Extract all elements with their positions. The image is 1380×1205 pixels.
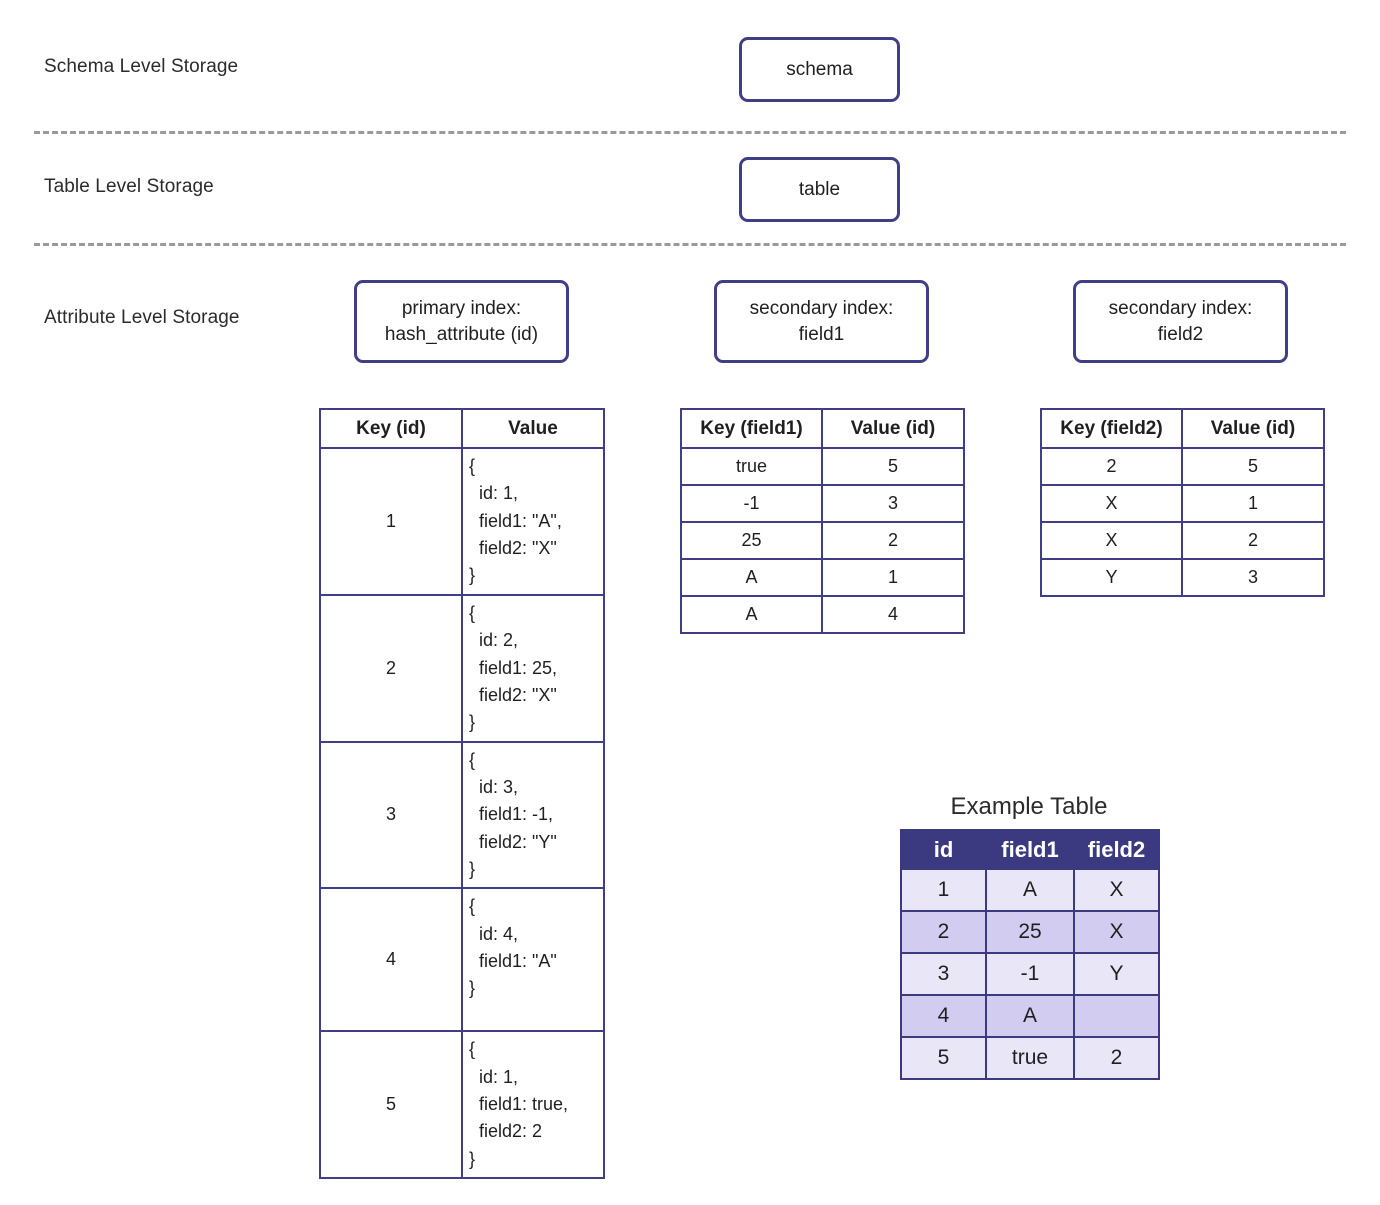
table-row: 25 2	[680, 521, 965, 560]
column-header-field1: field1	[985, 829, 1075, 870]
primary-index-line1: primary index:	[401, 297, 522, 319]
primary-index-table: Key (id) Value 1 { id: 1, field1: "A", f…	[319, 408, 605, 1180]
cell-id: 1	[900, 868, 987, 912]
cell-key: true	[680, 447, 823, 486]
table-row: X 2	[1040, 521, 1325, 560]
table-header-row: Key (field1) Value (id)	[680, 408, 965, 449]
table-row: 2 25 X	[900, 910, 1160, 954]
cell-key: Y	[1040, 558, 1183, 597]
table-row: 3 -1 Y	[900, 952, 1160, 996]
divider-schema-table	[34, 131, 1346, 134]
column-header-value: Value	[461, 408, 605, 449]
cell-field1: A	[985, 994, 1075, 1038]
node-box-primary-index[interactable]: primary index: hash_attribute (id)	[354, 280, 569, 363]
table-row: A 4	[680, 595, 965, 634]
table-row: 2 { id: 2, field1: 25, field2: "X" }	[319, 593, 605, 743]
table-row: 2 5	[1040, 447, 1325, 486]
cell-value: 5	[1181, 447, 1325, 486]
cell-key: A	[680, 558, 823, 597]
cell-field2	[1073, 994, 1160, 1038]
column-header-key: Key (id)	[319, 408, 463, 449]
level-label-table: Table Level Storage	[44, 176, 214, 197]
cell-key: 2	[319, 593, 463, 743]
cell-key: A	[680, 595, 823, 634]
divider-table-attribute	[34, 243, 1346, 246]
column-header-key: Key (field2)	[1040, 408, 1183, 449]
cell-value: { id: 1, field1: true, field2: 2 }	[461, 1030, 605, 1180]
column-header-value: Value (id)	[821, 408, 965, 449]
table-row: 5 true 2	[900, 1036, 1160, 1080]
cell-value: { id: 1, field1: "A", field2: "X" }	[461, 447, 605, 596]
example-table: id field1 field2 1 A X 2 25 X 3 -1 Y 4 A…	[900, 829, 1160, 1080]
cell-key: 4	[319, 887, 463, 1033]
secondary-index-field1-line1: secondary index:	[749, 297, 894, 319]
node-box-table[interactable]: table	[739, 157, 900, 222]
table-header-row: id field1 field2	[900, 829, 1160, 870]
table-row: A 1	[680, 558, 965, 597]
cell-field1: true	[985, 1036, 1075, 1080]
cell-value: { id: 2, field1: 25, field2: "X" }	[461, 593, 605, 743]
cell-id: 3	[900, 952, 987, 996]
table-header-row: Key (id) Value	[319, 408, 605, 449]
cell-value: 4	[821, 595, 965, 634]
table-row: 4 A	[900, 994, 1160, 1038]
cell-field2: 2	[1073, 1036, 1160, 1080]
cell-id: 2	[900, 910, 987, 954]
cell-value: 2	[1181, 521, 1325, 560]
cell-key: 1	[319, 447, 463, 596]
level-label-schema: Schema Level Storage	[44, 56, 239, 77]
cell-value: 3	[821, 484, 965, 523]
secondary-index-field2-table: Key (field2) Value (id) 2 5 X 1 X 2 Y 3	[1040, 408, 1325, 597]
primary-index-line2: hash_attribute (id)	[384, 323, 539, 345]
table-row: 3 { id: 3, field1: -1, field2: "Y" }	[319, 740, 605, 890]
cell-field1: -1	[985, 952, 1075, 996]
cell-field1: 25	[985, 910, 1075, 954]
column-header-key: Key (field1)	[680, 408, 823, 449]
secondary-index-field1-table: Key (field1) Value (id) true 5 -1 3 25 2…	[680, 408, 965, 634]
cell-key: 3	[319, 740, 463, 890]
secondary-index-field2-line2: field2	[1157, 323, 1204, 345]
column-header-field2: field2	[1073, 829, 1160, 870]
table-row: 4 { id: 4, field1: "A" }	[319, 887, 605, 1033]
column-header-id: id	[900, 829, 987, 870]
table-row: true 5	[680, 447, 965, 486]
cell-field1: A	[985, 868, 1075, 912]
cell-value: 1	[821, 558, 965, 597]
table-row: 1 { id: 1, field1: "A", field2: "X" }	[319, 447, 605, 596]
level-label-attribute: Attribute Level Storage	[44, 307, 240, 328]
cell-key: X	[1040, 521, 1183, 560]
table-row: X 1	[1040, 484, 1325, 523]
cell-value: { id: 3, field1: -1, field2: "Y" }	[461, 740, 605, 890]
secondary-index-field1-line2: field1	[798, 323, 845, 345]
table-row: -1 3	[680, 484, 965, 523]
cell-key: 2	[1040, 447, 1183, 486]
cell-key: 5	[319, 1030, 463, 1180]
cell-value: { id: 4, field1: "A" }	[461, 887, 605, 1033]
cell-field2: Y	[1073, 952, 1160, 996]
table-row: 5 { id: 1, field1: true, field2: 2 }	[319, 1030, 605, 1180]
cell-key: X	[1040, 484, 1183, 523]
table-header-row: Key (field2) Value (id)	[1040, 408, 1325, 449]
example-table-title: Example Table	[950, 793, 1108, 820]
cell-value: 1	[1181, 484, 1325, 523]
column-header-value: Value (id)	[1181, 408, 1325, 449]
table-row: 1 A X	[900, 868, 1160, 912]
node-box-table-label: table	[798, 178, 841, 200]
node-box-schema-label: schema	[786, 58, 853, 80]
cell-field2: X	[1073, 868, 1160, 912]
cell-value: 3	[1181, 558, 1325, 597]
cell-id: 4	[900, 994, 987, 1038]
cell-id: 5	[900, 1036, 987, 1080]
node-box-secondary-index-field1[interactable]: secondary index: field1	[714, 280, 929, 363]
secondary-index-field2-line1: secondary index:	[1108, 297, 1253, 319]
table-row: Y 3	[1040, 558, 1325, 597]
cell-value: 5	[821, 447, 965, 486]
node-box-secondary-index-field2[interactable]: secondary index: field2	[1073, 280, 1288, 363]
cell-key: -1	[680, 484, 823, 523]
cell-field2: X	[1073, 910, 1160, 954]
cell-key: 25	[680, 521, 823, 560]
node-box-schema[interactable]: schema	[739, 37, 900, 102]
cell-value: 2	[821, 521, 965, 560]
